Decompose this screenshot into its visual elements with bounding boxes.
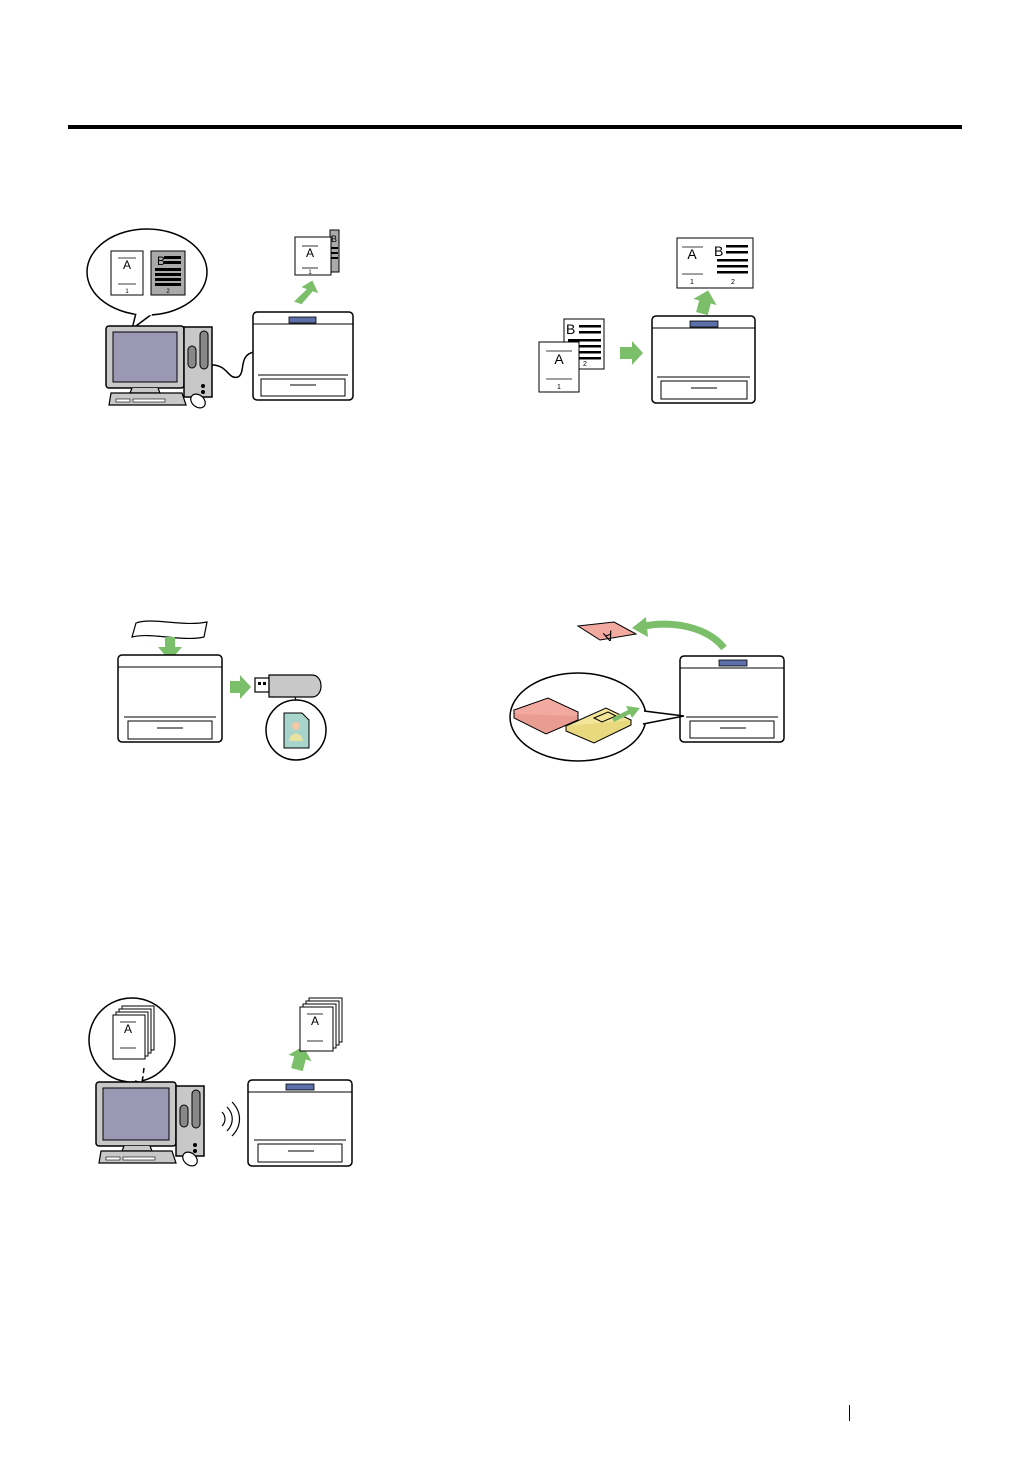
page-b-icon: B 2 <box>151 251 185 295</box>
svg-text:B: B <box>331 234 337 244</box>
wireless-print-illustration: A A <box>80 990 360 1170</box>
printer-icon <box>652 316 755 403</box>
printer-icon <box>253 312 353 400</box>
manual-feed-print-illustration: A <box>506 610 791 765</box>
page-stack-icon: A <box>113 1006 154 1059</box>
output-page-icon: A <box>578 622 636 646</box>
paper-tray-icon <box>510 673 684 761</box>
n-up-print-illustration: A 1 B 2 B 2 A 1 <box>535 232 765 412</box>
computer-icon <box>96 1082 204 1169</box>
svg-text:B: B <box>157 254 165 268</box>
usb-drive-icon <box>255 675 321 697</box>
svg-text:A: A <box>123 258 131 272</box>
svg-text:B: B <box>714 243 723 259</box>
output-page-icon: A 1 B 2 <box>677 238 753 288</box>
svg-text:A: A <box>687 246 697 262</box>
svg-text:1: 1 <box>690 279 694 286</box>
input-arrow-icon <box>620 341 643 365</box>
output-arrow-icon <box>230 675 251 699</box>
photo-file-icon <box>266 697 326 760</box>
paper-sheet-icon <box>132 621 207 638</box>
svg-text:2: 2 <box>731 279 735 286</box>
printer-icon <box>680 656 784 742</box>
svg-text:A: A <box>554 351 564 367</box>
output-arrow-icon <box>690 287 719 316</box>
page-stack-icon: A <box>300 998 342 1051</box>
speech-bubble-icon <box>87 229 207 329</box>
output-page-icon: A 1 B <box>295 230 339 276</box>
duplex-print-illustration: A 1 B 2 <box>78 225 368 415</box>
scan-to-usb-illustration <box>112 615 332 765</box>
computer-icon <box>106 326 212 411</box>
svg-text:A: A <box>124 1022 132 1036</box>
svg-text:A: A <box>306 246 314 260</box>
printer-icon <box>248 1080 352 1166</box>
wireless-icon <box>222 1102 240 1136</box>
page-a-icon: A 1 <box>111 251 143 295</box>
output-arrow-icon <box>294 277 322 308</box>
page-top-rule <box>68 125 962 129</box>
svg-text:B: B <box>566 321 575 337</box>
page-footer-separator <box>849 1405 850 1421</box>
svg-text:2: 2 <box>583 361 587 368</box>
svg-text:1: 1 <box>557 384 561 391</box>
page-a-icon: A 1 <box>539 342 579 392</box>
printer-icon <box>118 655 222 742</box>
svg-text:A: A <box>311 1014 319 1028</box>
